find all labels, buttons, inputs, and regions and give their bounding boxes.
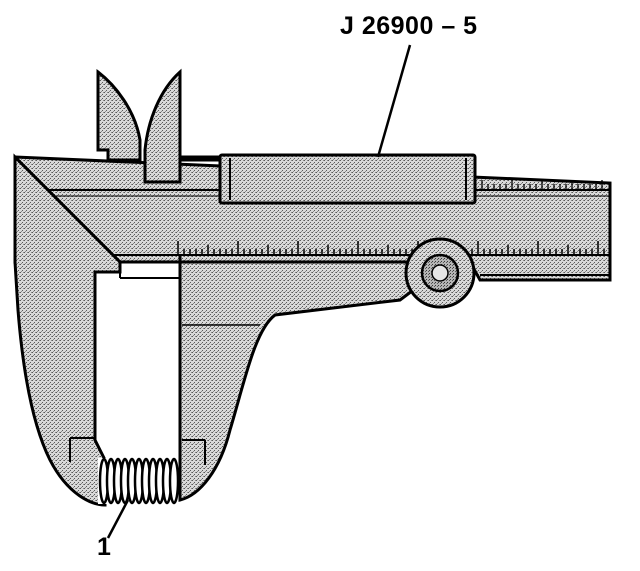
thumb-wheel	[404, 237, 476, 309]
top-scale	[481, 180, 603, 190]
vernier-sleeve	[218, 153, 477, 205]
part-number-label: 1	[97, 533, 111, 561]
leader-line-part	[106, 499, 130, 539]
spring	[98, 457, 180, 505]
main-scale	[177, 241, 605, 255]
inside-jaw-fixed	[96, 68, 142, 162]
sliding-jaw	[178, 255, 471, 502]
leader-line-tool	[376, 44, 412, 158]
inside-jaw-sliding	[143, 68, 222, 184]
tool-number-label: J 26900 – 5	[340, 12, 478, 40]
